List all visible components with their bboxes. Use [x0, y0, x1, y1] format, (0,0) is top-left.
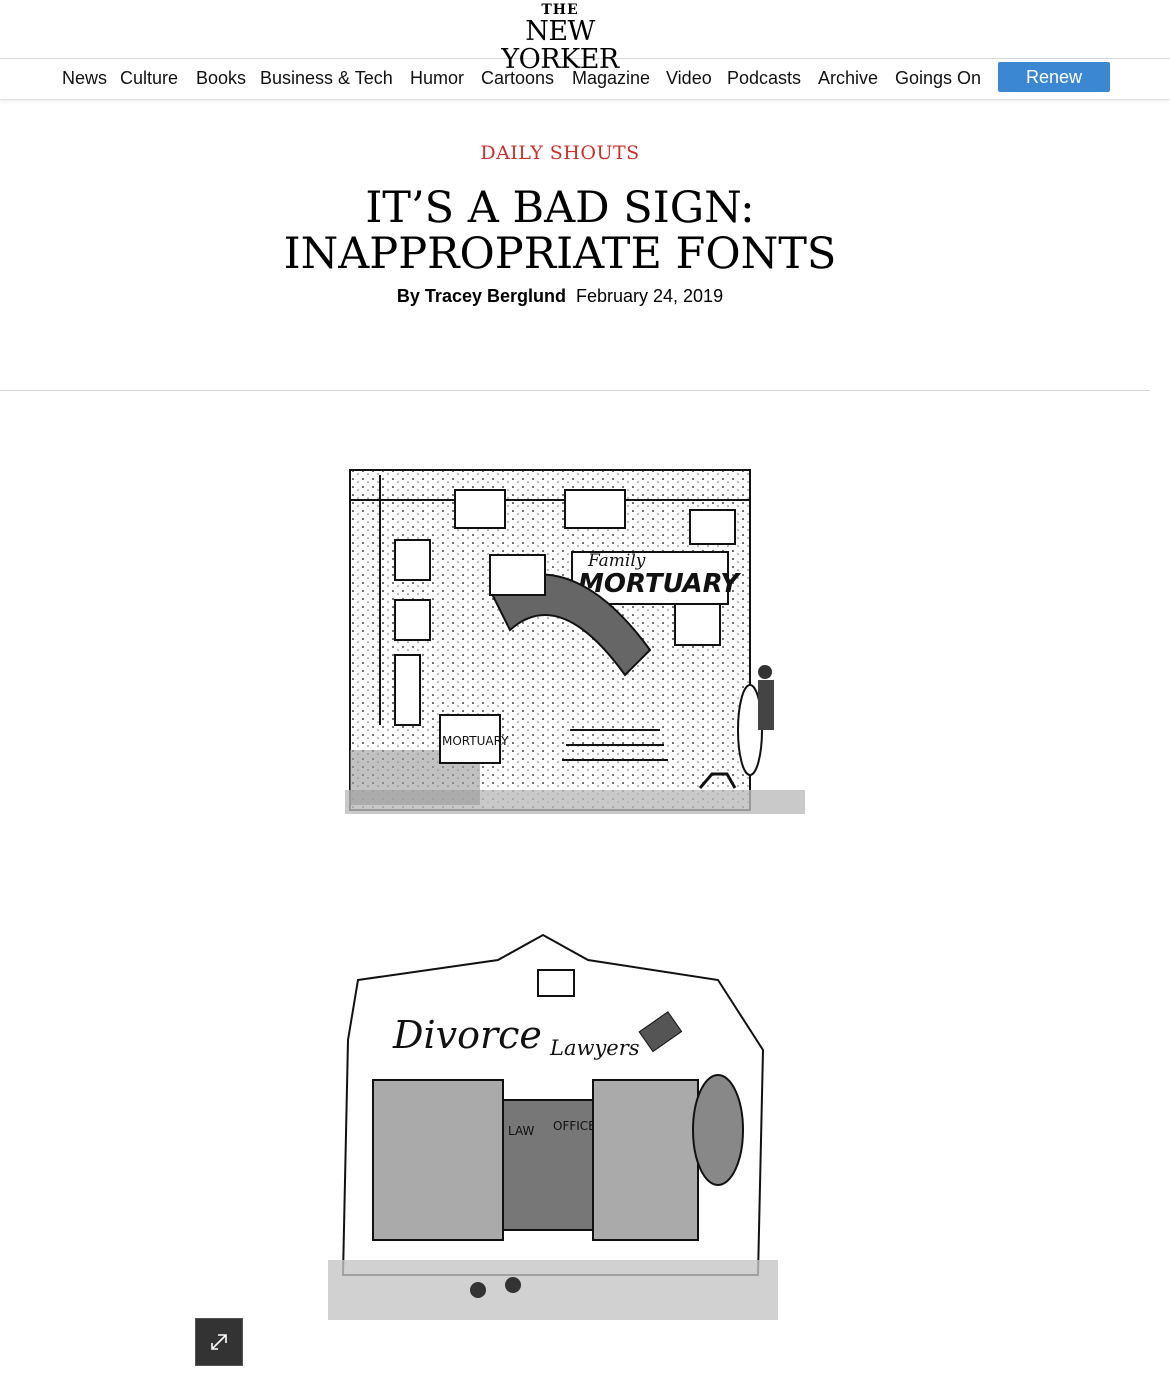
divider — [0, 390, 1150, 391]
nav-magazine[interactable]: Magazine — [572, 68, 651, 88]
nav-business-tech[interactable]: Business & Tech — [260, 68, 393, 88]
masthead: THE NEW YORKER — [0, 0, 1170, 74]
nav-goings-on[interactable]: Goings On — [895, 68, 982, 88]
mortuary-illustration: Family MORTUARY MORTUARY — [345, 469, 805, 814]
renew-button[interactable]: Renew — [998, 62, 1110, 92]
lawyers-sign-text: Lawyers — [549, 1036, 640, 1060]
nav-archive[interactable]: Archive — [818, 68, 879, 88]
expand-image-button[interactable] — [195, 1318, 243, 1366]
door-office-text: OFFICE — [553, 1119, 596, 1133]
nav-books[interactable]: Books — [196, 68, 247, 88]
nav-humor[interactable]: Humor — [410, 68, 465, 88]
publish-date: February 24, 2019 — [575, 286, 724, 306]
byline: By Tracey Berglund February 24, 2019 — [0, 286, 1120, 307]
door-law-text: LAW — [508, 1124, 535, 1138]
rubric-daily-shouts[interactable]: DAILY SHOUTS — [480, 142, 640, 164]
nav-news[interactable]: News — [62, 68, 108, 88]
nav-video[interactable]: Video — [666, 68, 712, 88]
headline-line-1: IT’S A BAD SIGN: — [365, 183, 755, 233]
logo-name: NEW YORKER — [501, 16, 619, 75]
logo-the: THE — [541, 2, 579, 18]
nav-cartoons[interactable]: Cartoons — [481, 68, 555, 88]
author-link[interactable]: By Tracey Berglund — [396, 286, 566, 306]
article-headline: IT’S A BAD SIGN: INAPPROPRIATE FONTS — [0, 185, 1120, 277]
new-yorker-logo[interactable]: THE NEW YORKER — [470, 2, 650, 74]
main-nav: News Culture Books Business & Tech Humor… — [0, 58, 1170, 100]
divorce-lawyers-illustration: Divorce Lawyers LAW OFFICE — [328, 933, 778, 1320]
nav-podcasts[interactable]: Podcasts — [727, 68, 802, 88]
nav-culture[interactable]: Culture — [120, 68, 179, 88]
yard-mortuary-text: MORTUARY — [442, 734, 509, 748]
family-sign-text: Family — [587, 551, 646, 571]
expand-icon — [211, 1334, 227, 1350]
headline-line-2: INAPPROPRIATE FONTS — [283, 229, 837, 279]
divorce-sign-text: Divorce — [392, 1013, 542, 1057]
mortuary-sign-text: MORTUARY — [578, 569, 742, 599]
